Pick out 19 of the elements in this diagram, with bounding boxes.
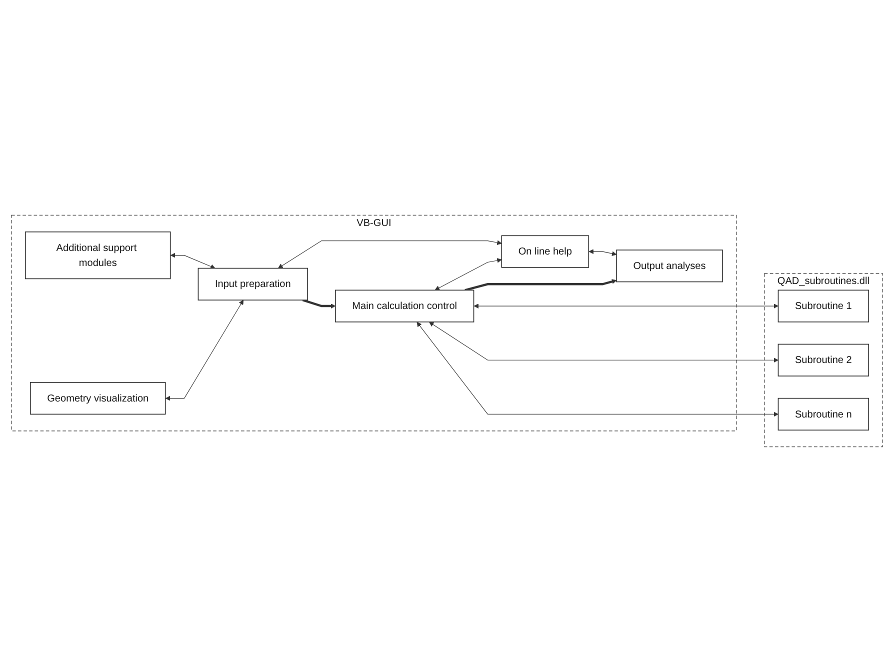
arrow: [434, 258, 502, 290]
node-box: Input preparation: [197, 268, 308, 300]
arrow: [473, 304, 778, 308]
node-box: Subroutine 2: [777, 344, 869, 376]
node-box: Subroutine 1: [777, 290, 869, 322]
arrow: [588, 249, 616, 256]
node-box: Additional support modules: [24, 231, 170, 280]
node-box: Output analyses: [616, 250, 722, 282]
node-box: Subroutine n: [777, 398, 869, 431]
node-box: On line help: [500, 235, 589, 268]
arrow: [416, 322, 778, 417]
node-box: Main calculation control: [334, 290, 474, 322]
arrow: [464, 279, 616, 292]
arrow: [278, 240, 502, 268]
node-box: Geometry visualization: [29, 382, 166, 415]
arrow: [170, 252, 215, 269]
arrow: [428, 322, 778, 363]
arrow: [302, 299, 336, 308]
arrow: [164, 300, 244, 401]
